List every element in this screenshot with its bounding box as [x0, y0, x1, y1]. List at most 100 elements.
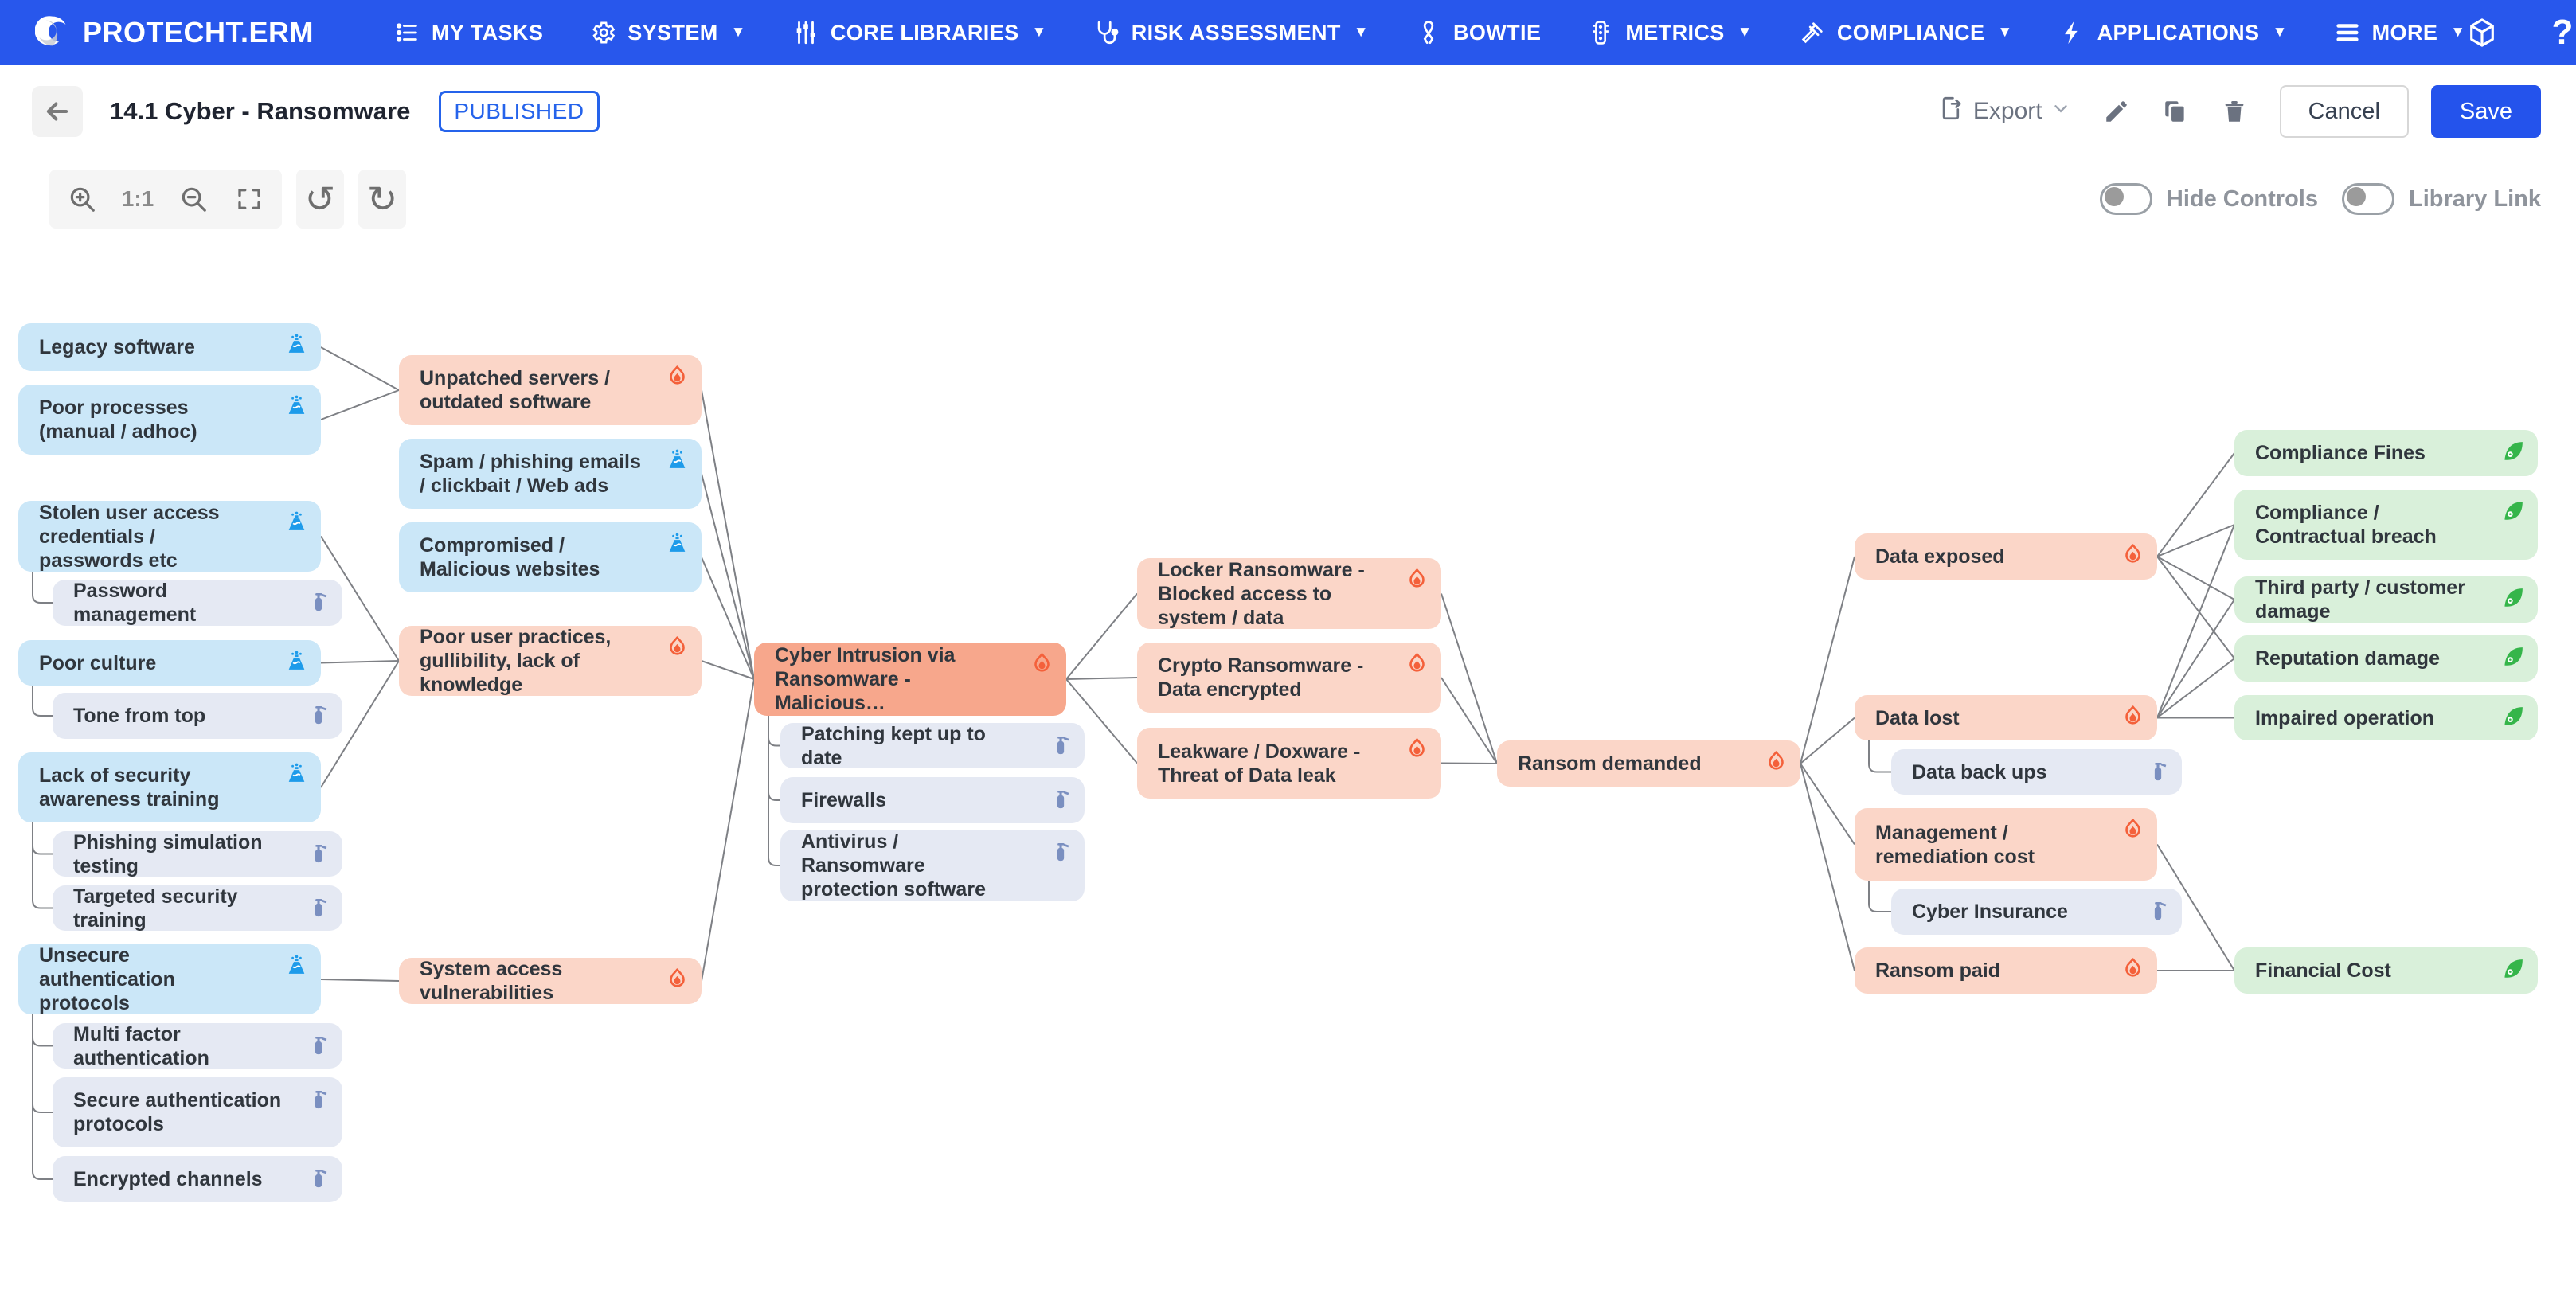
node-encchan[interactable]: Encrypted channels: [53, 1156, 342, 1202]
export-button[interactable]: Export: [1938, 95, 2071, 128]
node-breach[interactable]: Compliance / Contractual breach: [2234, 490, 2538, 560]
node-phishing[interactable]: Phishing simulation testing: [53, 831, 342, 877]
node-lack[interactable]: Lack of security awareness training: [18, 752, 321, 822]
undo-icon: ↺: [304, 178, 336, 220]
node-pooruser[interactable]: Poor user practices, gullibility, lack o…: [399, 626, 702, 696]
node-label: Multi factor authentication: [73, 1023, 209, 1069]
node-center[interactable]: Cyber Intrusion via Ransomware - Malicio…: [754, 643, 1066, 716]
chevron-down-icon: ▼: [730, 24, 746, 41]
node-label: Compliance / Contractual breach: [2255, 502, 2437, 548]
cause-volcano-icon: [284, 649, 309, 674]
zoom-in-button[interactable]: [57, 174, 107, 224]
node-poorculture[interactable]: Poor culture: [18, 640, 321, 686]
node-leakware[interactable]: Leakware / Doxware - Threat of Data leak: [1137, 728, 1441, 799]
node-unsecure[interactable]: Unsecure authentication protocols: [18, 944, 321, 1014]
cause-volcano-icon: [284, 953, 309, 978]
nav-item-my-tasks[interactable]: MY TASKS: [393, 19, 543, 46]
library-link-toggle[interactable]: [2342, 183, 2394, 215]
nav-item-metrics[interactable]: METRICS ▼: [1587, 19, 1753, 46]
menu-bars-icon: [2334, 19, 2361, 46]
node-antivirus[interactable]: Antivirus / Ransomware protection softwa…: [780, 830, 1085, 901]
nav-item-applications[interactable]: APPLICATIONS ▼: [2059, 19, 2288, 46]
node-firewalls[interactable]: Firewalls: [780, 777, 1085, 823]
help-icon[interactable]: ?: [2551, 13, 2574, 52]
fit-screen-button[interactable]: [225, 174, 274, 224]
control-extinguisher-icon: [306, 894, 330, 919]
risk-flame-icon: [2121, 817, 2145, 842]
node-label: Ransom paid: [1875, 959, 2000, 982]
brand-logo[interactable]: PROTECHT.ERM: [34, 14, 314, 53]
node-reputation[interactable]: Reputation damage: [2234, 635, 2538, 682]
risk-flame-icon: [2121, 704, 2145, 729]
edit-pencil-button[interactable]: [2103, 98, 2130, 125]
top-nav: PROTECHT.ERM MY TASKS SYSTEM ▼ CORE LIBR…: [0, 0, 2576, 65]
node-stolen[interactable]: Stolen user access credentials / passwor…: [18, 501, 321, 572]
node-tone[interactable]: Tone from top: [53, 693, 342, 739]
impact-leaf-icon: [2501, 498, 2526, 523]
nav-item-bowtie[interactable]: BOWTIE: [1415, 19, 1541, 46]
node-sysaccess[interactable]: System access vulnerabilities: [399, 958, 702, 1004]
node-label: Patching kept up to date: [801, 723, 986, 768]
sliders-icon: [792, 19, 819, 46]
nav-item-more[interactable]: MORE ▼: [2334, 19, 2466, 46]
control-extinguisher-icon: [306, 701, 330, 726]
node-label: Leakware / Doxware - Threat of Data leak: [1158, 740, 1361, 787]
node-label: Unpatched servers / outdated software: [420, 367, 610, 413]
node-financial[interactable]: Financial Cost: [2234, 947, 2538, 994]
node-lost[interactable]: Data lost: [1855, 695, 2157, 740]
control-extinguisher-icon: [2145, 758, 2170, 783]
page-title: 14.1 Cyber - Ransomware: [110, 97, 411, 125]
node-third[interactable]: Third party / customer damage: [2234, 576, 2538, 623]
back-button[interactable]: [32, 86, 83, 137]
impact-leaf-icon: [2501, 585, 2526, 610]
copy-button[interactable]: [2162, 98, 2189, 125]
node-spam[interactable]: Spam / phishing emails / clickbait / Web…: [399, 439, 702, 509]
node-label: Third party / customer damage: [2255, 576, 2465, 623]
node-pwdmgmt[interactable]: Password management: [53, 580, 342, 626]
nav-item-risk-assessment[interactable]: RISK ASSESSMENT ▼: [1093, 19, 1369, 46]
chevron-down-icon: [2050, 98, 2071, 125]
node-backups[interactable]: Data back ups: [1891, 749, 2182, 795]
zoom-actual-button[interactable]: 1:1: [121, 186, 154, 211]
delete-trash-button[interactable]: [2221, 98, 2248, 125]
node-locker[interactable]: Locker Ransomware - Blocked access to sy…: [1137, 558, 1441, 629]
hide-controls-toggle-wrap: Hide Controls: [2099, 183, 2318, 215]
risk-flame-icon: [665, 635, 690, 659]
node-fines[interactable]: Compliance Fines: [2234, 430, 2538, 476]
node-poorproc[interactable]: Poor processes (manual / adhoc): [18, 385, 321, 455]
node-ransompaid[interactable]: Ransom paid: [1855, 947, 2157, 994]
node-secauth[interactable]: Secure authentication protocols: [53, 1077, 342, 1147]
nav-item-core-libraries[interactable]: CORE LIBRARIES ▼: [792, 19, 1047, 46]
node-ransom[interactable]: Ransom demanded: [1497, 740, 1800, 787]
node-impaired[interactable]: Impaired operation: [2234, 695, 2538, 740]
chevron-down-icon: ▼: [2272, 24, 2288, 41]
chevron-down-icon: ▼: [1031, 24, 1047, 41]
node-unpatched[interactable]: Unpatched servers / outdated software: [399, 355, 702, 425]
nav-item-system[interactable]: SYSTEM ▼: [589, 19, 746, 46]
node-label: Ransom demanded: [1518, 752, 1702, 775]
cube-icon[interactable]: [2465, 16, 2499, 49]
node-compromised[interactable]: Compromised / Malicious websites: [399, 522, 702, 592]
save-button[interactable]: Save: [2430, 85, 2541, 138]
redo-button[interactable]: ↻: [358, 170, 406, 229]
zoom-out-button[interactable]: [169, 174, 218, 224]
node-label: Cyber Intrusion via Ransomware - Malicio…: [775, 644, 956, 714]
node-legacy[interactable]: Legacy software: [18, 323, 321, 371]
node-crypto[interactable]: Crypto Ransomware - Data encrypted: [1137, 643, 1441, 713]
node-mfa[interactable]: Multi factor authentication: [53, 1023, 342, 1069]
node-mgmt[interactable]: Management / remediation cost: [1855, 808, 2157, 881]
node-cyberins[interactable]: Cyber Insurance: [1891, 889, 2182, 935]
page-header: 14.1 Cyber - Ransomware PUBLISHED Export…: [0, 65, 2576, 158]
risk-flame-icon: [2121, 542, 2145, 567]
undo-button[interactable]: ↺: [296, 170, 344, 229]
hide-controls-toggle[interactable]: [2099, 183, 2152, 215]
cancel-button[interactable]: Cancel: [2279, 85, 2409, 138]
nav-item-compliance[interactable]: COMPLIANCE ▼: [1799, 19, 2013, 46]
cause-volcano-icon: [284, 332, 309, 357]
risk-flame-icon: [1405, 651, 1429, 676]
node-exposed[interactable]: Data exposed: [1855, 533, 2157, 580]
toolbar-toggles: Hide Controls Library Link: [2099, 183, 2541, 215]
node-patching[interactable]: Patching kept up to date: [780, 723, 1085, 768]
node-targeted[interactable]: Targeted security training: [53, 885, 342, 931]
